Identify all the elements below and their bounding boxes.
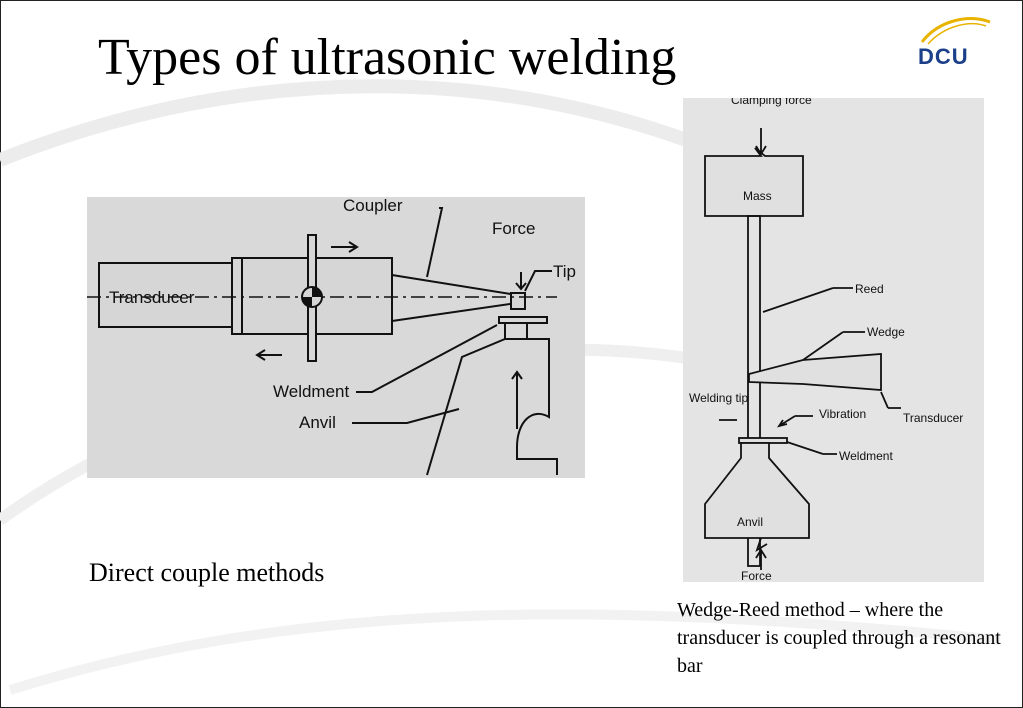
- transducer-label: Transducer: [109, 288, 195, 307]
- anvil-label-right: Anvil: [737, 515, 763, 529]
- reed-label: Reed: [855, 282, 884, 296]
- transducer-label-right: Transducer: [903, 411, 963, 425]
- weldment-label: Weldment: [273, 382, 349, 401]
- dcu-logo-icon: [920, 17, 991, 45]
- tip-label: Tip: [553, 262, 576, 281]
- clamping-force-line: Clamping force: [731, 98, 812, 107]
- welding-tip-label: Welding tip: [689, 391, 748, 405]
- force-label: Force: [492, 219, 535, 238]
- slide-title: Types of ultrasonic welding: [98, 29, 677, 86]
- vibration-label: Vibration: [819, 407, 866, 421]
- wedge-label: Wedge: [867, 325, 905, 339]
- anvil-label: Anvil: [299, 413, 336, 432]
- direct-couple-figure: Coupler Force Tip Transducer Weldment An…: [87, 196, 585, 478]
- caption-wedge-reed: Wedge-Reed method – where the transducer…: [677, 599, 1001, 677]
- wedge-reed-figure: Clamping force Mass Reed Wedge Welding t…: [683, 93, 984, 583]
- caption-direct-couple: Direct couple methods: [89, 558, 325, 587]
- force-label-right: Force: [741, 569, 772, 582]
- logo-text: DCU: [918, 44, 969, 69]
- clamping-force-label: Clamping force: [731, 98, 812, 107]
- coupler-label: Coupler: [343, 197, 403, 215]
- mass-label: Mass: [743, 189, 772, 203]
- weldment-label-right: Weldment: [839, 449, 893, 463]
